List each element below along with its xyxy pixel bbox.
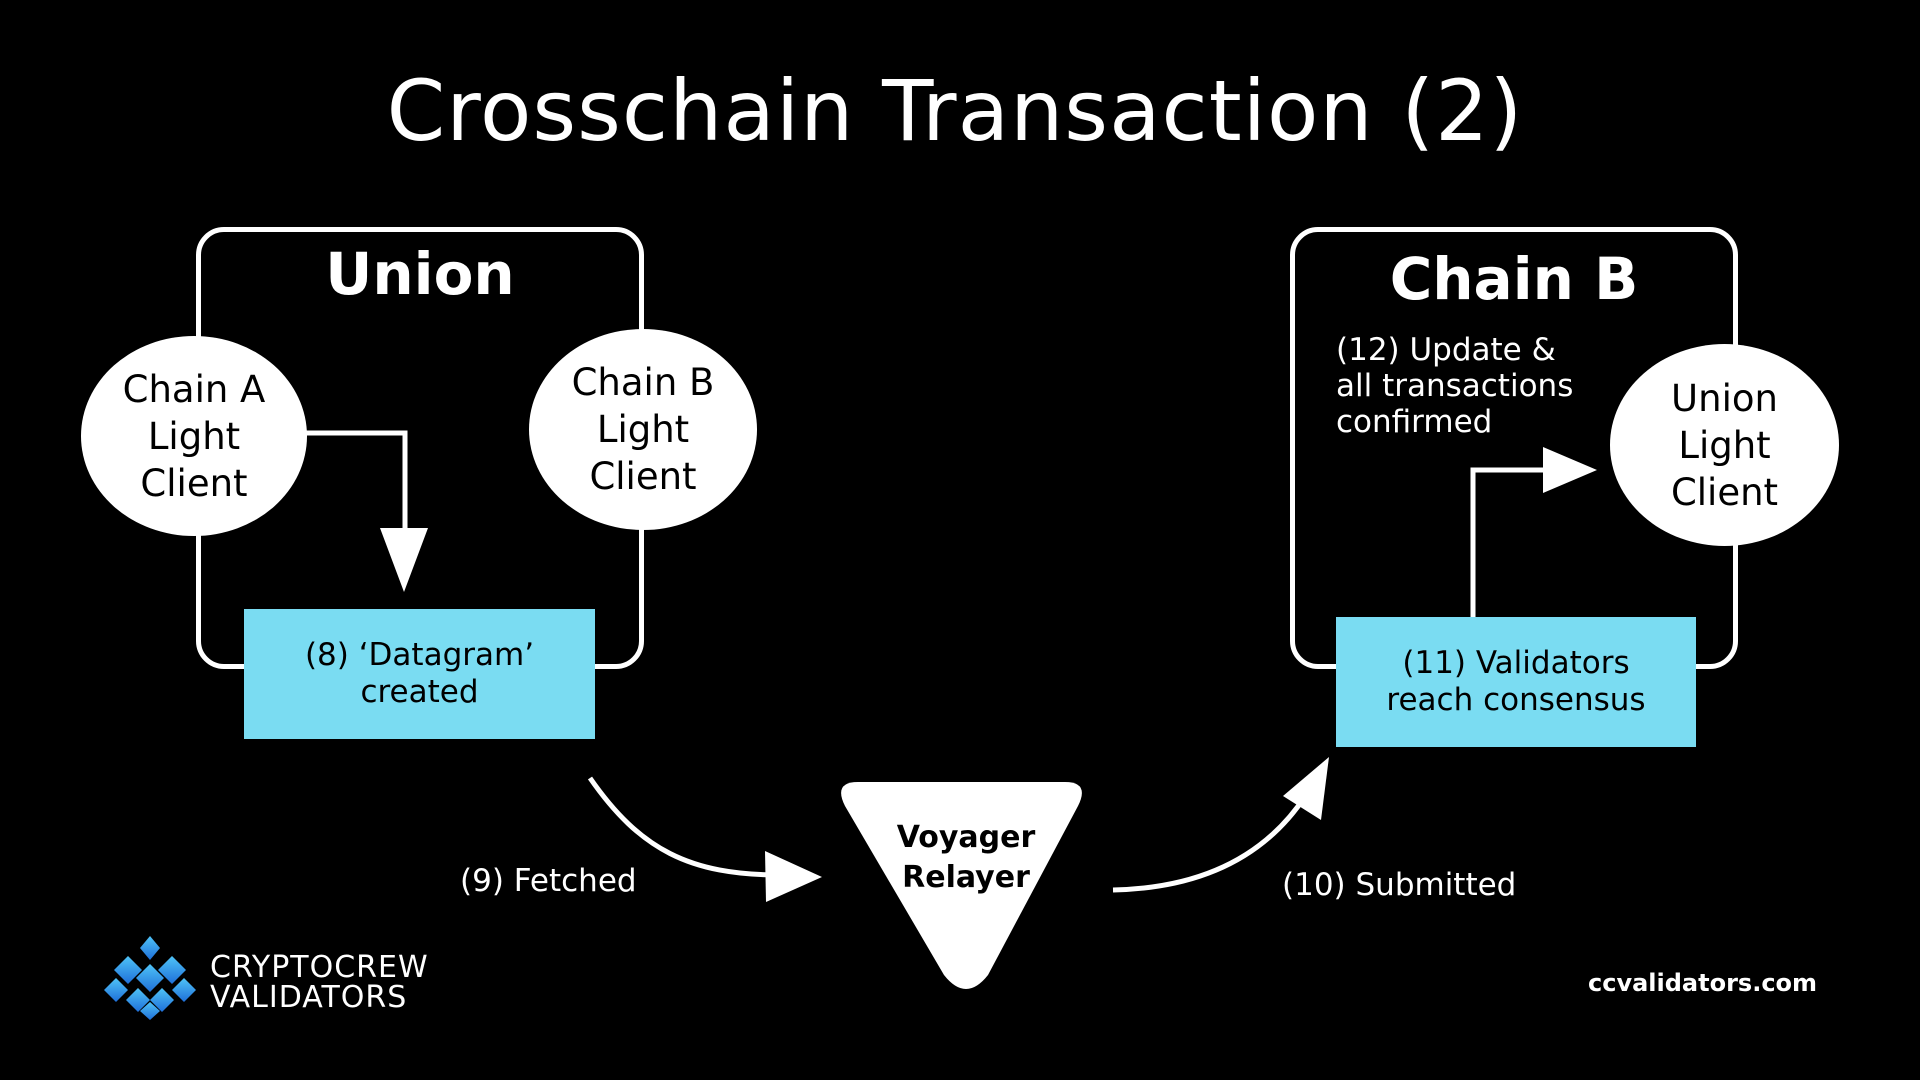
chain-b-light-client: Chain B Light Client — [529, 329, 757, 530]
union-light-client-label: Union Light Client — [1670, 376, 1779, 514]
step-fetched-label: (9) Fetched — [460, 863, 637, 899]
arrow-submitted-head — [1283, 757, 1329, 820]
chain-b-panel-title: Chain B — [1389, 245, 1639, 313]
update-confirmed-note: (12) Update & all transactions confirmed — [1336, 332, 1574, 440]
union-light-client: Union Light Client — [1610, 344, 1839, 546]
datagram-box: (8) ‘Datagram’ created — [244, 609, 595, 739]
arrow-validators-to-client — [1470, 467, 1555, 620]
arrow-submitted — [1112, 793, 1309, 893]
arrow-validators-to-client-head — [1543, 447, 1597, 493]
arrow-chain-a-to-datagram — [305, 430, 408, 540]
page-title: Crosschain Transaction (2) — [386, 62, 1524, 160]
website-label: ccvalidators.com — [1588, 969, 1818, 997]
union-panel-title: Union — [325, 240, 515, 308]
diamond-logo-icon — [104, 936, 196, 1020]
chain-b-light-client-label: Chain B Light Client — [571, 361, 715, 498]
relayer-label: Voyager Relayer — [896, 820, 1036, 895]
datagram-box-label: (8) ‘Datagram’ created — [304, 637, 535, 710]
logo-text-line2: VALIDATORS — [210, 980, 408, 1015]
validators-box-label: (11) Validators reach consensus — [1386, 645, 1646, 718]
arrow-chain-a-to-datagram-head — [380, 528, 428, 592]
chain-a-light-client-label: Chain A Light Client — [122, 367, 266, 505]
chain-a-light-client: Chain A Light Client — [81, 336, 307, 536]
arrow-fetched — [587, 776, 781, 878]
logo-text-line1: CRYPTOCREW — [210, 950, 429, 985]
arrow-fetched-head — [765, 851, 822, 902]
relayer-triangle — [841, 782, 1082, 989]
validators-box: (11) Validators reach consensus — [1336, 617, 1696, 747]
step-submitted-label: (10) Submitted — [1282, 867, 1517, 903]
